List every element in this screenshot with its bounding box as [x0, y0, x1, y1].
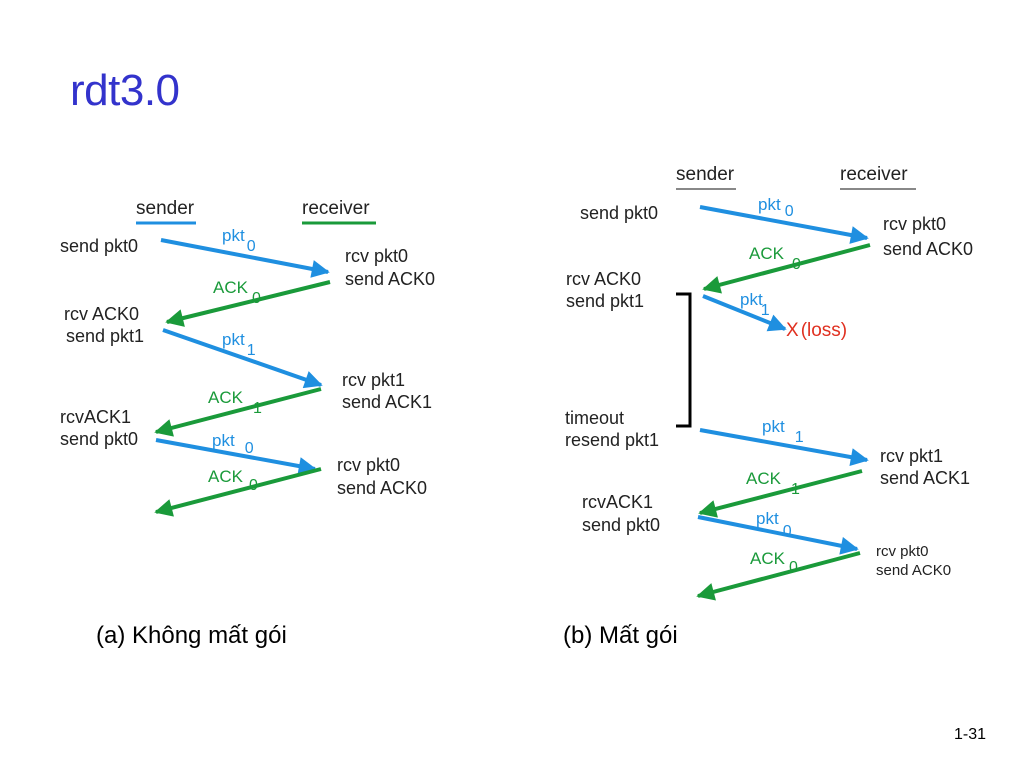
b-pkt1-resend-arrow [699, 428, 869, 466]
loss-marker: X(loss) [786, 320, 847, 341]
a-receiver-label: rcv pkt1 [342, 370, 405, 390]
b-sender-label: send pkt0 [582, 515, 660, 535]
b-receiver-label: rcv pkt1 [880, 446, 943, 466]
b-sender-label: rcvACK1 [582, 492, 653, 512]
b-receiver-label: send ACK1 [880, 468, 970, 488]
b-sender-label: rcv ACK0 [566, 269, 641, 289]
a-receiver-label: rcv pkt0 [345, 246, 408, 266]
a-msg-label: pkt1 [222, 330, 256, 359]
a-sender-label: rcv ACK0 [64, 304, 139, 324]
b-receiver-heading: receiver [840, 164, 908, 185]
a-msg-label: ACK0 [213, 278, 261, 307]
a-ack0-arrow [165, 280, 331, 327]
b-ack0-arrow-2 [696, 551, 861, 601]
a-sender-label: send pkt1 [66, 326, 144, 346]
loss-x-icon: X [786, 320, 799, 341]
loss-label: (loss) [801, 320, 847, 341]
b-pkt0-arrow [699, 205, 869, 244]
a-msg-label: pkt0 [222, 226, 256, 255]
b-msg-label: pkt1 [762, 417, 804, 446]
a-pkt0-arrow-2 [155, 438, 317, 475]
caption-b: (b) Mất gói [563, 622, 678, 649]
b-ack1-arrow [698, 469, 863, 518]
b-sender-heading: sender [676, 164, 735, 185]
b-ack0-arrow [702, 243, 871, 294]
a-sender-heading: sender [136, 198, 195, 219]
a-receiver-heading: receiver [302, 198, 370, 219]
a-pkt1-arrow [162, 328, 323, 389]
b-receiver-label: send ACK0 [883, 239, 973, 259]
diagram-a: sender receiver send pkt0 rcv ACK0 send … [60, 198, 435, 517]
a-receiver-label: send ACK1 [342, 392, 432, 412]
b-receiver-label: rcv pkt0 [883, 214, 946, 234]
page-number: 1-31 [953, 726, 986, 743]
caption-a: (a) Không mất gói [96, 622, 287, 649]
a-pkt0-arrow [160, 238, 330, 278]
a-sender-label: send pkt0 [60, 236, 138, 256]
a-sender-label: send pkt0 [60, 429, 138, 449]
diagram-b: sender receiver send pkt0 rcv ACK0 send … [565, 164, 973, 601]
b-sender-label: resend pkt1 [565, 430, 659, 450]
b-sender-label: send pkt0 [580, 203, 658, 223]
slide-title: rdt3.0 [70, 66, 180, 115]
b-pkt1-lost-arrow [702, 294, 787, 332]
b-msg-label: ACK0 [749, 244, 801, 273]
a-receiver-label: send ACK0 [337, 478, 427, 498]
b-msg-label: ACK1 [746, 469, 800, 498]
a-ack0-arrow-2 [154, 467, 322, 517]
b-pkt0-arrow-2 [697, 515, 859, 555]
b-receiver-label: rcv pkt0 [876, 543, 929, 560]
a-ack1-arrow [154, 387, 322, 437]
a-receiver-label: send ACK0 [345, 269, 435, 289]
a-sender-label: rcvACK1 [60, 407, 131, 427]
b-sender-label: timeout [565, 408, 624, 428]
b-receiver-label: send ACK0 [876, 562, 951, 579]
b-msg-label: pkt0 [756, 509, 792, 540]
b-sender-label: send pkt1 [566, 291, 644, 311]
timeout-bracket [676, 292, 692, 428]
a-msg-label: ACK1 [208, 388, 262, 417]
a-receiver-label: rcv pkt0 [337, 455, 400, 475]
